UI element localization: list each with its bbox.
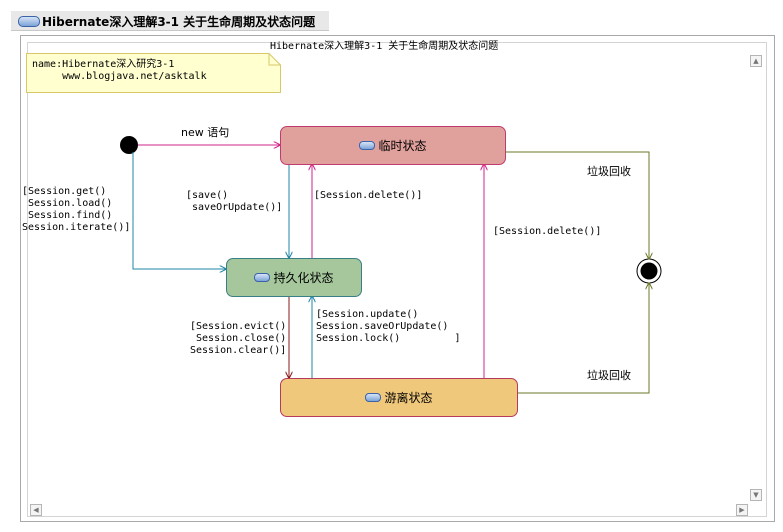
state-detached[interactable]: 游离状态 [280,378,518,417]
state-icon [254,273,271,282]
label-new: new 语句 [181,126,230,139]
scroll-right-button[interactable]: ▶ [736,504,748,516]
scroll-down-button[interactable]: ▼ [750,489,762,501]
state-label: 持久化状态 [273,271,334,285]
note-text: name:Hibernate深入研究3-1 www.blogjava.net/a… [32,59,207,82]
edge-get [132,152,226,269]
label-gc-bottom: 垃圾回收 [587,369,631,382]
diagram-title: Hibernate深入理解3-1 关于生命周期及状态问题 [270,41,499,52]
label-delete-persistent: [Session.delete()] [314,190,423,201]
final-node [640,262,658,280]
scroll-up-button[interactable]: ▲ [750,55,762,67]
label-gc-top: 垃圾回收 [587,165,631,178]
state-icon [359,141,376,150]
diagram-border [27,42,767,517]
state-label: 临时状态 [378,139,427,153]
label-update: [Session.update() Session.saveOrUpdate()… [316,309,461,344]
label-evict: [Session.evict() Session.close() Session… [190,321,287,356]
state-icon [365,393,382,402]
label-save: [save() saveOrUpdate()] [186,190,283,213]
initial-node [120,136,138,154]
note-shape [26,53,281,93]
window-titlebar: Hibernate深入理解3-1 关于生命周期及状态问题 [11,11,329,31]
edge-gc-top [505,151,649,259]
scroll-left-button[interactable]: ◀ [30,504,42,516]
label-session-get: [Session.get() Session.load() Session.fi… [22,186,131,233]
edge-gc-bottom [516,283,649,394]
state-transient[interactable]: 临时状态 [280,126,506,165]
window-title: Hibernate深入理解3-1 关于生命周期及状态问题 [42,15,316,29]
label-delete-detached: [Session.delete()] [493,226,602,237]
state-label: 游离状态 [384,391,433,405]
diagram-icon [18,16,40,27]
state-persistent[interactable]: 持久化状态 [226,258,362,297]
